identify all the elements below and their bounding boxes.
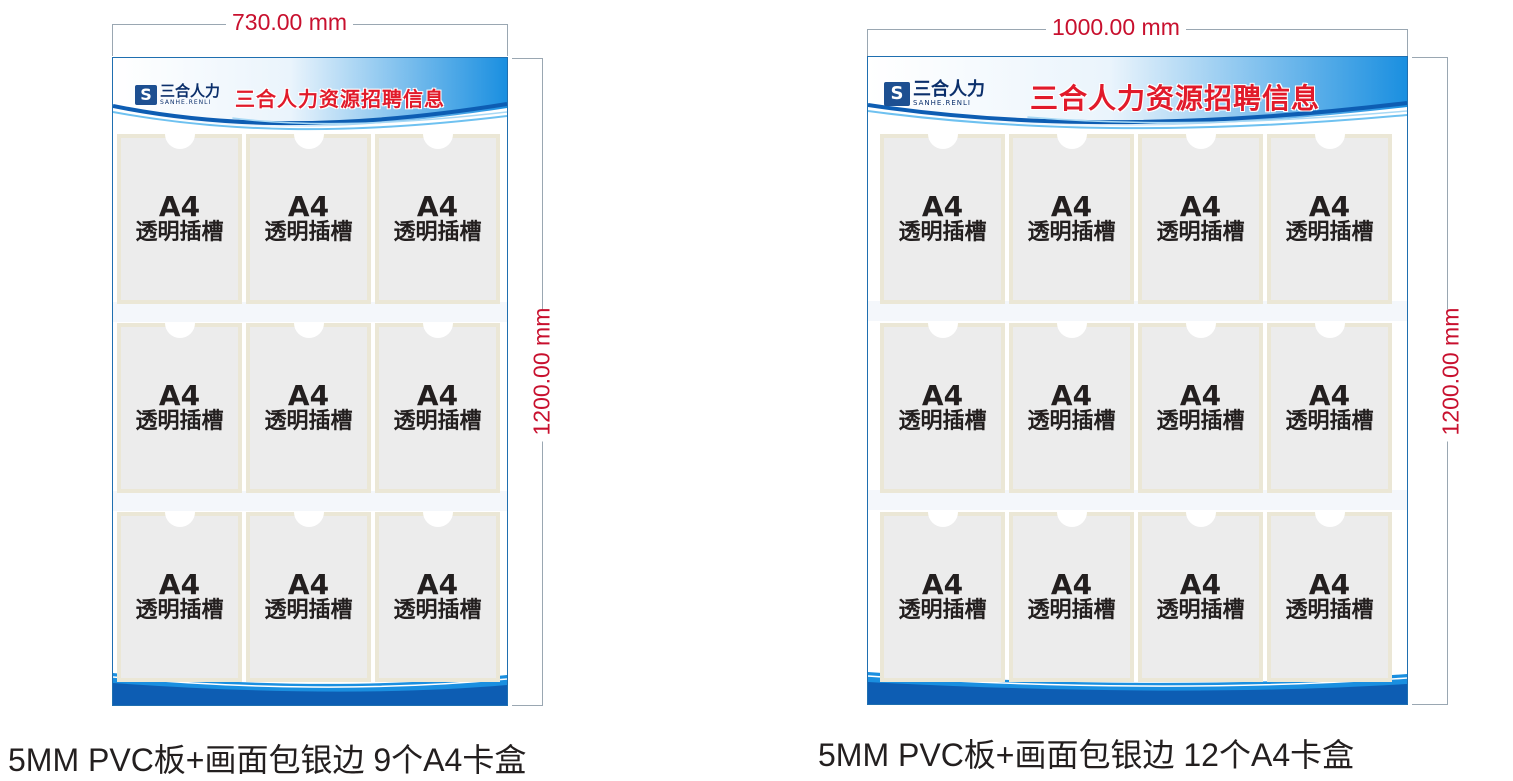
board-title-right: 三合人力资源招聘信息 [1030,82,1321,115]
height-label-left: 1200.00 mm [528,308,556,442]
height-tick-right-top [1412,57,1448,58]
logo-name-cn: 三合人力 [913,79,985,100]
brand-logo-icon: S [135,85,157,105]
brand-logo-right: S 三合人力 SANHE.RENLI [884,81,985,107]
caption-left: 5MM PVC板+画面包银边 9个A4卡盒 [8,742,527,778]
row-gap-band [868,301,1407,321]
width-tick-right-end [1407,29,1408,56]
board-header-left: S 三合人力 SANHE.RENLI 三合人力资源招聘信息 [113,58,507,140]
width-label-right: 1000.00 mm [1046,14,1186,41]
height-tick-left-bottom [512,705,543,706]
width-label-left: 730.00 mm [226,9,354,36]
width-tick-right-start [867,29,868,56]
board-header-right: S 三合人力 SANHE.RENLI 三合人力资源招聘信息 [868,57,1407,139]
height-tick-right-bottom [1412,704,1448,705]
brand-logo-icon: S [884,82,910,106]
header-wave-graphic [868,57,1407,139]
row-gap-band [113,302,507,322]
board-title-left: 三合人力资源招聘信息 [235,87,445,111]
logo-name-en: SANHE.RENLI [913,99,971,107]
width-tick-left-end [507,24,508,56]
brand-logo-left: S 三合人力 SANHE.RENLI [135,84,220,106]
caption-right: 5MM PVC板+画面包银边 12个A4卡盒 [818,737,1355,773]
height-label-right: 1200.00 mm [1437,308,1465,442]
row-gap-band [113,491,507,511]
header-wave-graphic [113,58,507,140]
logo-name-en: SANHE.RENLI [160,99,212,106]
height-tick-left-top [512,58,543,59]
width-tick-left-start [112,24,113,56]
logo-name-cn: 三合人力 [160,82,221,100]
row-gap-band [868,490,1407,510]
